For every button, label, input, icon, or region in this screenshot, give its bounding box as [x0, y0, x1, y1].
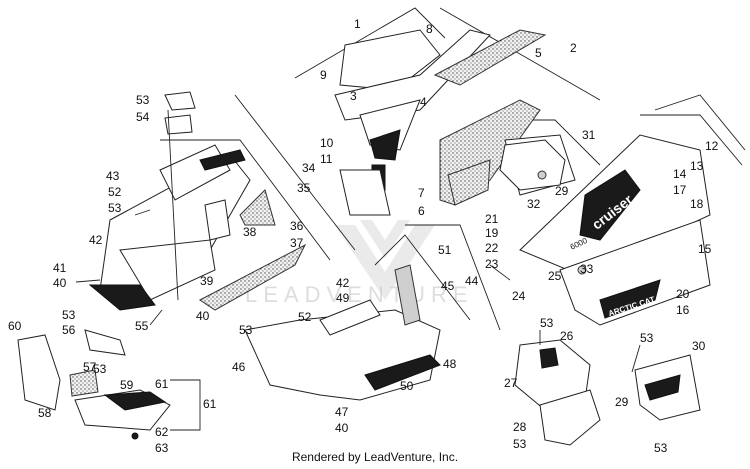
callout-label: 36: [290, 219, 304, 233]
callout-label: 25: [548, 269, 562, 283]
callout-label: 41: [53, 261, 67, 275]
callout-label: 23: [485, 257, 499, 271]
leader-lines: [75, 109, 641, 373]
callout-label: 58: [38, 406, 52, 420]
callout-label: 44: [465, 274, 479, 288]
rendered-by-credit: Rendered by LeadVenture, Inc.: [291, 450, 459, 464]
callout-label: 49: [336, 291, 350, 305]
callout-label: 7: [418, 186, 425, 200]
callout-label: 17: [673, 183, 687, 197]
callout-label: 50: [400, 379, 414, 393]
callout-label: 52: [298, 310, 312, 324]
callout-label: 60: [8, 319, 22, 333]
callout-label: 63: [155, 441, 169, 455]
callout-label: 53: [239, 323, 253, 337]
callout-label: 53: [93, 362, 107, 376]
callout-label: 42: [89, 233, 103, 247]
callout-label: 40: [53, 276, 67, 290]
callout-label: 59: [120, 378, 134, 392]
watermark-logo: [335, 220, 435, 300]
callout-label: 5: [535, 46, 542, 60]
callout-label: 30: [692, 339, 706, 353]
callout-label: 21: [485, 212, 499, 226]
callout-label: 24: [512, 289, 526, 303]
callout-label: 3: [350, 89, 357, 103]
callout-label: 61: [203, 397, 217, 411]
callout-label: 53: [654, 441, 668, 455]
callout-label: 33: [580, 262, 594, 276]
callout-label: 53: [136, 93, 150, 107]
callout-label: 37: [290, 236, 304, 250]
callout-label: 40: [335, 421, 349, 435]
watermark-text: LEADVENTURE: [245, 282, 474, 307]
callout-label: 51: [438, 243, 452, 257]
right-lower-assembly: [514, 339, 701, 446]
bracket-lines: [160, 7, 746, 431]
callout-label: 54: [136, 110, 150, 124]
callout-label: 39: [200, 274, 214, 288]
callout-label: 48: [443, 357, 457, 371]
callout-label: 16: [676, 303, 690, 317]
callout-label: 2: [570, 41, 577, 55]
callout-label: 6: [418, 204, 425, 218]
callout-label: 32: [527, 197, 541, 211]
callout-label: 38: [243, 225, 257, 239]
callout-label: 18: [690, 197, 704, 211]
callout-label: 55: [135, 319, 149, 333]
headlight-assembly: [499, 139, 587, 275]
belly-pan-assembly: [244, 264, 441, 401]
left-side-panel-assembly: [17, 329, 171, 440]
callout-label: 61: [155, 377, 169, 391]
callout-label: 1: [354, 17, 361, 31]
callout-label: 12: [705, 139, 719, 153]
callout-label: 53: [513, 437, 527, 451]
callout-label: 13: [690, 159, 704, 173]
callout-label: 22: [485, 241, 499, 255]
left-hood-assembly: [88, 91, 307, 311]
callout-label: 45: [441, 279, 455, 293]
callout-label: 27: [504, 376, 518, 390]
callout-label: 31: [582, 128, 596, 142]
callout-label: 52: [108, 185, 122, 199]
callout-label: 40: [196, 309, 210, 323]
callout-label: 26: [560, 329, 574, 343]
callout-label: 53: [540, 316, 554, 330]
callout-label: 14: [673, 167, 687, 181]
callout-label: 29: [555, 184, 569, 198]
callout-label: 29: [615, 395, 629, 409]
callout-label: 28: [513, 420, 527, 434]
callout-label: 62: [155, 425, 169, 439]
callout-label: 8: [426, 22, 433, 36]
callout-label: 46: [232, 360, 246, 374]
callout-label: 11: [320, 152, 333, 166]
callout-label: 19: [485, 226, 499, 240]
callout-label: 53: [108, 201, 122, 215]
callout-labels: 1 2 3 4 5 6 7 8 9 10 11 12 13 14 15 16 1…: [8, 17, 719, 455]
callout-label: 15: [698, 242, 712, 256]
callout-label: 56: [62, 323, 76, 337]
callout-label: 9: [320, 68, 327, 82]
callout-label: 57: [83, 360, 97, 374]
callout-label: 47: [335, 405, 349, 419]
callout-label: 20: [676, 287, 690, 301]
callout-label: 4: [420, 95, 427, 109]
callout-label: 10: [320, 136, 334, 150]
callout-label: 42: [336, 276, 350, 290]
windshield-assembly: [334, 29, 547, 216]
callout-label: 43: [106, 169, 120, 183]
callout-label: 34: [302, 161, 316, 175]
callout-label: 53: [62, 308, 76, 322]
callout-label: 53: [640, 331, 654, 345]
callout-label: 35: [297, 181, 311, 195]
